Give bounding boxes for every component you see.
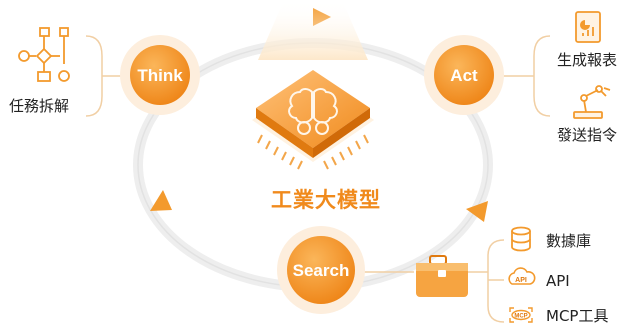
- generate-report-label: 生成報表: [557, 51, 618, 69]
- center-title: 工業大模型: [271, 188, 381, 212]
- task-decomposition-label: 任務拆解: [9, 97, 70, 115]
- chip-glow: [258, 0, 368, 60]
- robot-arm-icon: [573, 85, 611, 119]
- arrow-right-icon: [466, 201, 488, 222]
- act-connector: [502, 35, 551, 117]
- toolbox-icon: [416, 255, 468, 297]
- mcp-tools-label: MCP工具: [546, 307, 609, 325]
- mcp-icon-badge: MCP: [514, 314, 527, 320]
- search-node-label: Search: [293, 261, 350, 280]
- send-command-label: 發送指令: [557, 126, 618, 144]
- report-chart-icon: [575, 11, 601, 43]
- arrow-left-icon: [150, 190, 172, 211]
- api-cloud-icon: API: [508, 267, 536, 285]
- mcp-icon: MCP: [509, 307, 533, 323]
- act-node: Act: [424, 35, 504, 115]
- ai-chip-icon: [252, 70, 374, 170]
- flowchart-icon: [18, 27, 70, 82]
- think-node-label: Think: [137, 66, 183, 85]
- tools-connector: [468, 239, 505, 323]
- database-icon: [511, 226, 531, 252]
- api-icon-badge: API: [515, 277, 527, 284]
- act-node-label: Act: [450, 66, 478, 85]
- think-connector: [85, 35, 122, 117]
- api-label: API: [546, 272, 570, 290]
- database-label: 數據庫: [546, 232, 592, 250]
- search-node: Search: [277, 226, 365, 314]
- think-node: Think: [120, 35, 200, 115]
